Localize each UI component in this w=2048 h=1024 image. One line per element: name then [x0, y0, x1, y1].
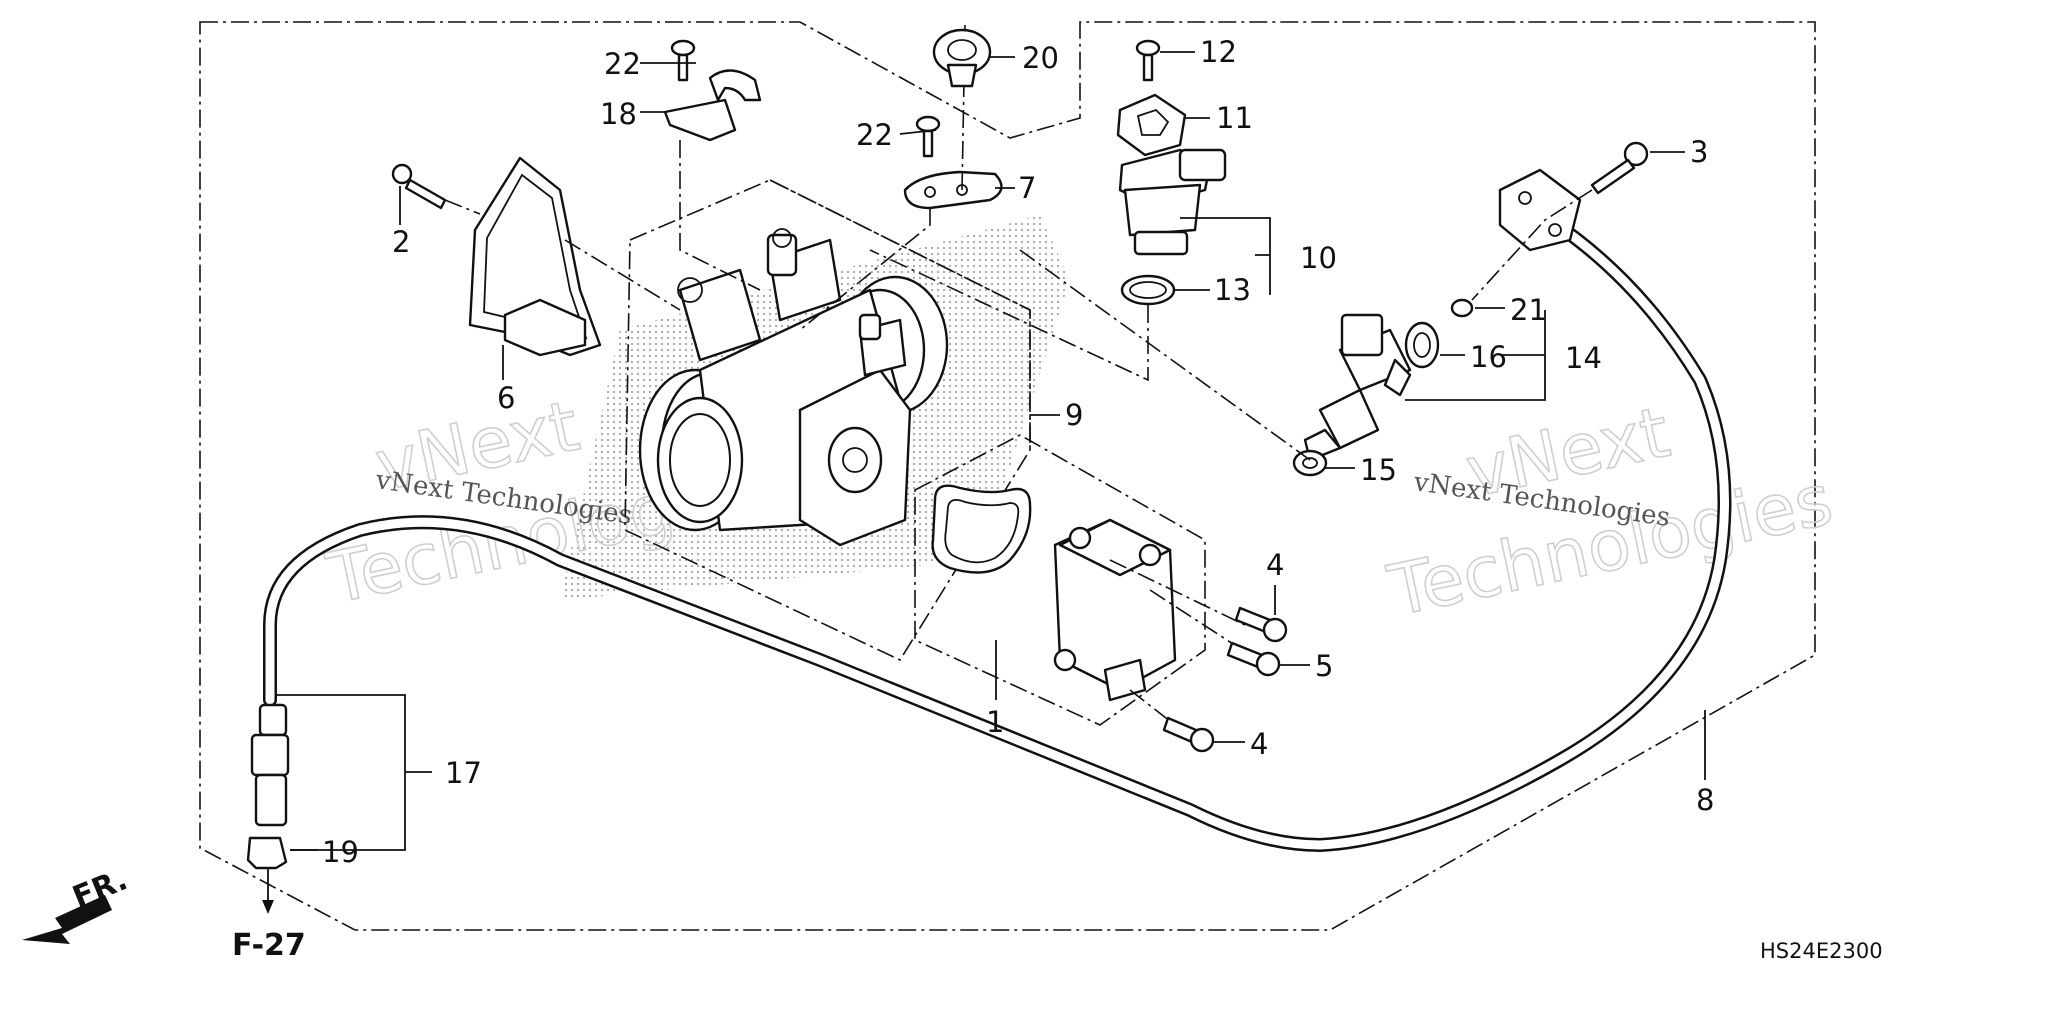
callout-14: 14: [1565, 341, 1602, 375]
callout-6: 6: [497, 381, 515, 415]
callout-21: 21: [1510, 293, 1547, 327]
throttle-subassembly-box: [624, 179, 1031, 662]
callout-12: 12: [1200, 35, 1237, 69]
hose-connector-17: [250, 703, 290, 827]
assembly-boundary: [199, 21, 1816, 931]
bolt-3: [1590, 141, 1649, 195]
plate-7: [903, 170, 1003, 210]
callout-15: 15: [1360, 453, 1397, 487]
callout-5: 5: [1315, 649, 1333, 683]
callout-8: 8: [1696, 783, 1714, 817]
bolt-4-top: [1234, 606, 1288, 643]
front-arrow-icon: FR.: [22, 862, 132, 944]
callout-2: 2: [392, 225, 410, 259]
page-reference: F-27: [232, 928, 306, 963]
sensor-1: [1053, 518, 1177, 702]
callout-13: 13: [1214, 273, 1251, 307]
injector-14: [1303, 313, 1412, 462]
callout-20: 20: [1022, 41, 1059, 75]
valve-10: [1118, 148, 1227, 256]
callout-9: 9: [1065, 398, 1083, 432]
callout-22-top: 22: [604, 47, 641, 81]
clip-19: [246, 836, 288, 870]
callout-1: 1: [986, 705, 1004, 739]
bolt-2: [391, 163, 447, 210]
cover-6: [468, 156, 602, 357]
seal-15: [1292, 449, 1328, 477]
callout-4-bottom: 4: [1250, 727, 1268, 761]
sensor-subassembly-box: [914, 434, 1206, 726]
bolt-5: [1226, 641, 1281, 677]
callout-labels: 22 20 12 11 3 22 7 18 2 6 10 13 21 16 14…: [322, 35, 1714, 869]
screw-22-mid: [915, 115, 941, 158]
seal-16: [1404, 321, 1440, 369]
screw-22-top: [670, 39, 696, 82]
callout-19: 19: [322, 835, 359, 869]
callout-4-top: 4: [1266, 548, 1284, 582]
callout-22-mid: 22: [856, 118, 893, 152]
gasket-subassembly-box: [769, 179, 1031, 450]
o-ring-13: [1120, 274, 1176, 306]
leader-lines: [275, 51, 1706, 851]
callout-3: 3: [1690, 135, 1708, 169]
callout-7: 7: [1018, 171, 1036, 205]
callout-11: 11: [1216, 101, 1253, 135]
diagram-code: HS24E2300: [1760, 939, 1883, 963]
hose-fitting: [1498, 168, 1582, 252]
o-ring-21: [1450, 298, 1474, 318]
bolt-4-bottom: [1162, 716, 1215, 753]
callout-10: 10: [1300, 241, 1337, 275]
bracket-18: [663, 69, 762, 142]
callout-16: 16: [1470, 340, 1507, 374]
callout-18: 18: [600, 97, 637, 131]
callout-17: 17: [445, 756, 482, 790]
grommet-20: [932, 28, 992, 88]
svg-text:FR.: FR.: [68, 862, 133, 915]
gasket-9: [931, 484, 1032, 574]
retainer-11: [1116, 93, 1187, 157]
screw-12: [1135, 39, 1161, 82]
throttle-body: [638, 228, 949, 547]
